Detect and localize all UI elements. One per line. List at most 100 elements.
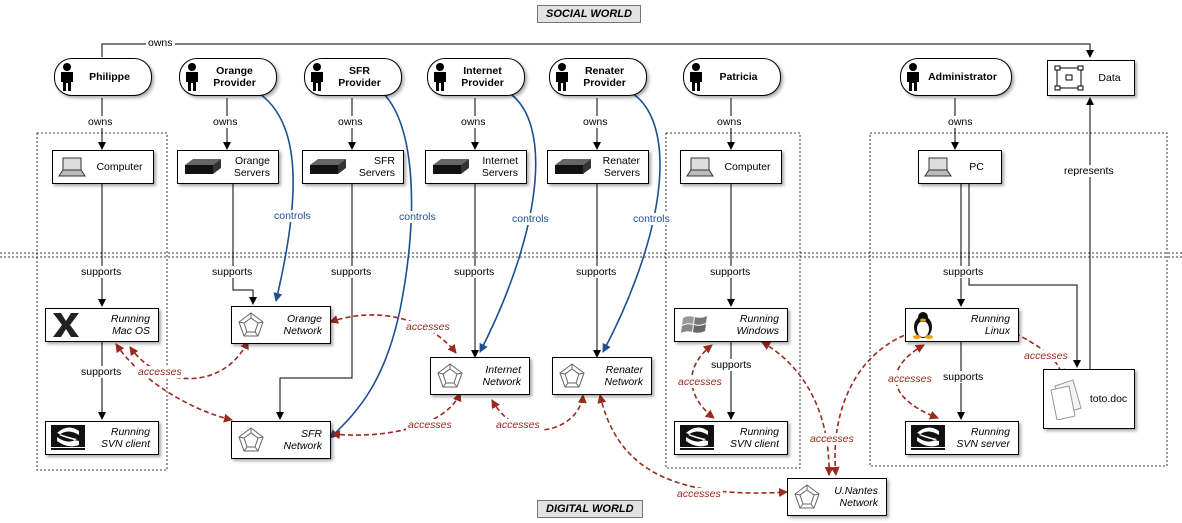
actor-internet-provider[interactable]: Internet Provider bbox=[427, 58, 525, 96]
device-renater-servers[interactable]: Renater Servers bbox=[547, 150, 649, 184]
device-label: PC bbox=[969, 161, 984, 173]
label-accesses: accesses bbox=[136, 366, 184, 378]
person-icon bbox=[556, 63, 568, 91]
label-supports: supports bbox=[329, 266, 374, 278]
data-label: Data bbox=[1098, 72, 1121, 84]
actor-label: SFR Provider bbox=[338, 65, 381, 89]
actor-label: Internet Provider bbox=[461, 65, 504, 89]
device-label: Renater Servers bbox=[602, 155, 640, 179]
software-svn-client-patricia[interactable]: Running SVN client bbox=[674, 421, 788, 455]
network-orange[interactable]: Orange Network bbox=[231, 306, 331, 344]
network-label: U.Nantes Network bbox=[834, 485, 878, 509]
laptop-icon bbox=[58, 157, 86, 177]
label-accesses: accesses bbox=[808, 433, 856, 445]
edge-acc-windows-unantes bbox=[761, 341, 834, 476]
device-computer-philippe[interactable]: Computer bbox=[52, 150, 154, 184]
network-label: SFR Network bbox=[283, 428, 322, 452]
label-accesses: accesses bbox=[404, 321, 452, 333]
edge-sup-sfr bbox=[276, 182, 353, 420]
windows-flag-icon bbox=[681, 316, 707, 333]
device-computer-patricia[interactable]: Computer bbox=[680, 150, 782, 184]
server-icon bbox=[185, 159, 221, 174]
network-icon bbox=[238, 427, 264, 452]
actor-orange-provider[interactable]: Orange Provider bbox=[179, 58, 277, 96]
edge-philippe-owns-data bbox=[101, 43, 1094, 58]
label-controls: controls bbox=[397, 211, 438, 223]
person-icon bbox=[690, 63, 702, 91]
actor-patricia[interactable]: Patricia bbox=[683, 58, 781, 96]
software-windows[interactable]: Running Windows bbox=[674, 308, 788, 342]
label-supports: supports bbox=[574, 266, 619, 278]
software-linux[interactable]: Running Linux bbox=[905, 308, 1019, 342]
world-separator bbox=[0, 252, 1182, 258]
device-label: SFR Servers bbox=[358, 155, 395, 179]
edge-sup-linux-b bbox=[968, 182, 1081, 368]
label-owns-data: owns bbox=[146, 37, 175, 49]
label-owns: owns bbox=[715, 116, 744, 128]
device-label: Computer bbox=[724, 161, 771, 173]
software-label: Running SVN client bbox=[100, 426, 150, 450]
server-icon bbox=[555, 159, 591, 174]
label-accesses: accesses bbox=[675, 488, 723, 500]
device-orange-servers[interactable]: Orange Servers bbox=[177, 150, 279, 184]
label-controls: controls bbox=[631, 213, 672, 225]
device-pc[interactable]: PC bbox=[918, 150, 1002, 184]
software-macos[interactable]: Running Mac OS bbox=[45, 308, 159, 342]
network-icon bbox=[559, 363, 585, 388]
label-accesses: accesses bbox=[676, 376, 724, 388]
network-icon bbox=[238, 312, 264, 337]
linux-tux-icon bbox=[913, 312, 933, 339]
server-icon bbox=[310, 159, 346, 174]
software-label: Running SVN server bbox=[956, 426, 1010, 450]
data-node[interactable]: Data bbox=[1047, 60, 1135, 96]
edge-sup-orange bbox=[232, 182, 257, 305]
label-controls: controls bbox=[272, 210, 313, 222]
network-unantes[interactable]: U.Nantes Network bbox=[787, 478, 887, 516]
actor-label: Philippe bbox=[89, 71, 130, 83]
person-icon bbox=[907, 63, 919, 91]
macos-x-icon bbox=[53, 313, 79, 337]
software-svn-server[interactable]: Running SVN server bbox=[905, 421, 1019, 455]
actor-renater-provider[interactable]: Renater Provider bbox=[549, 58, 647, 96]
person-icon bbox=[186, 63, 198, 91]
label-supports: supports bbox=[79, 266, 124, 278]
device-label: Internet Servers bbox=[481, 155, 518, 179]
file-toto-doc[interactable]: toto.doc bbox=[1043, 369, 1135, 429]
subversion-icon bbox=[51, 425, 85, 450]
network-renater[interactable]: Renater Network bbox=[552, 357, 652, 395]
person-icon bbox=[311, 63, 323, 91]
digital-world-label: DIGITAL WORLD bbox=[537, 500, 643, 518]
label-supports: supports bbox=[708, 266, 753, 278]
label-owns: owns bbox=[211, 116, 240, 128]
network-label: Orange Network bbox=[283, 313, 322, 337]
label-represents: represents bbox=[1062, 165, 1116, 177]
edge-acc-linux-unantes bbox=[830, 327, 920, 476]
network-sfr[interactable]: SFR Network bbox=[231, 421, 331, 459]
edge-controls-renater bbox=[602, 87, 661, 353]
actor-sfr-provider[interactable]: SFR Provider bbox=[304, 58, 402, 96]
label-owns: owns bbox=[86, 116, 115, 128]
software-label: Running SVN client bbox=[729, 426, 779, 450]
domain-admin bbox=[869, 132, 1168, 467]
edge-acc-sfr-internet bbox=[331, 392, 462, 440]
label-accesses: accesses bbox=[494, 419, 542, 431]
network-internet[interactable]: Internet Network bbox=[430, 357, 530, 395]
network-label: Internet Network bbox=[482, 364, 521, 388]
device-label: Computer bbox=[96, 161, 143, 173]
device-sfr-servers[interactable]: SFR Servers bbox=[302, 150, 404, 184]
subversion-icon bbox=[680, 425, 714, 450]
actor-label: Orange Provider bbox=[213, 65, 256, 89]
network-icon bbox=[794, 484, 820, 509]
edge-controls-sfr bbox=[329, 87, 413, 439]
person-icon bbox=[61, 63, 73, 91]
edge-acc-orange-internet bbox=[329, 314, 457, 354]
label-supports: supports bbox=[941, 266, 986, 278]
device-internet-servers[interactable]: Internet Servers bbox=[425, 150, 527, 184]
actor-philippe[interactable]: Philippe bbox=[54, 58, 152, 96]
label-controls: controls bbox=[510, 213, 551, 225]
software-svn-client-philippe[interactable]: Running SVN client bbox=[45, 421, 159, 455]
actor-administrator[interactable]: Administrator bbox=[900, 58, 1012, 96]
laptop-icon bbox=[924, 157, 952, 177]
edge-controls-internet bbox=[479, 87, 537, 353]
label-accesses: accesses bbox=[886, 373, 934, 385]
